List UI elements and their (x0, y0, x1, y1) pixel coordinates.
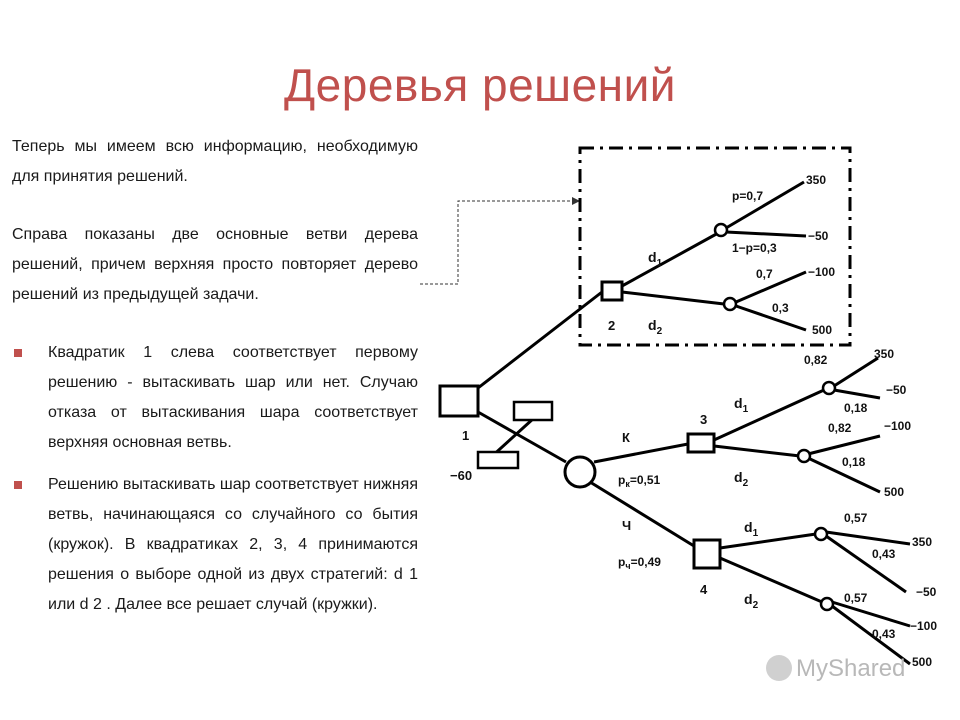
decision-node-1 (438, 384, 480, 418)
prob-label: 0,43 (872, 627, 896, 641)
chance-node (819, 596, 835, 612)
chance-node (796, 448, 812, 464)
prob-label: 0,82 (804, 353, 828, 367)
payoff-label: 500 (884, 485, 904, 499)
node-label-2: 2 (608, 318, 615, 333)
payoff-label: −50 (808, 229, 829, 243)
callout-connector (420, 200, 572, 285)
chance-node-main (563, 455, 597, 489)
prob-label: 0,57 (844, 591, 868, 605)
paragraph-branches: Справа показаны две основные ветви дерев… (12, 226, 418, 303)
decision-node-2 (600, 280, 624, 302)
square-bullet-icon (14, 481, 22, 489)
node-label-1: 1 (462, 428, 469, 443)
prob-label: 1−p=0,3 (732, 241, 777, 255)
payoff-label: −50 (916, 585, 937, 599)
chance-node (813, 526, 829, 542)
node-label-3: 3 (700, 412, 707, 427)
strategy-label: d2 (744, 591, 759, 611)
watermark-logo-icon (766, 655, 792, 681)
bullet-text: Квадратик 1 слева соответствует первому … (48, 344, 418, 451)
slide-title: Деревья решений (284, 59, 676, 111)
payoff-label: −50 (886, 383, 907, 397)
payoff-label: −100 (884, 419, 911, 433)
payoff-label: 500 (912, 655, 932, 669)
payoff-label: −100 (910, 619, 937, 633)
payoff-label: 350 (806, 173, 826, 187)
prob-label: 0,18 (842, 455, 866, 469)
strategy-label: d2 (734, 469, 749, 489)
strategy-label: d2 (648, 317, 663, 337)
strategy-label: d1 (734, 395, 749, 415)
bullet-text: Решению вытаскивать шар соответствует ни… (48, 476, 418, 613)
prob-label: 0,7 (756, 267, 773, 281)
strategy-label: d1 (744, 519, 759, 539)
decision-option-box (476, 450, 520, 470)
slide-body: Теперь мы имеем всю информацию, необходи… (12, 132, 418, 632)
square-bullet-icon (14, 349, 22, 357)
bullet-list: Квадратик 1 слева соответствует первому … (12, 338, 418, 620)
payoff-label: −100 (808, 265, 835, 279)
watermark-text: MyShared (796, 655, 906, 682)
prob-label: pк=0,51 (618, 473, 661, 489)
outcome-label: К (622, 430, 630, 445)
prob-label: 0,3 (772, 301, 789, 315)
prob-label: 0,57 (844, 511, 868, 525)
prob-label: 0,18 (844, 401, 868, 415)
node-label-4: 4 (700, 582, 708, 597)
highlight-frame (578, 146, 852, 347)
chance-node (821, 380, 837, 396)
bullet-item: Решению вытаскивать шар соответствует ни… (12, 470, 418, 620)
paragraph-intro: Теперь мы имеем всю информацию, необходи… (12, 138, 418, 185)
bullet-item: Квадратик 1 слева соответствует первому … (12, 338, 418, 458)
payoff-label: 500 (812, 323, 832, 337)
decision-node-3 (686, 432, 716, 454)
callout-arrowhead (572, 197, 580, 205)
prob-label: p=0,7 (732, 189, 763, 203)
decision-node-4 (692, 538, 722, 570)
decision-option-box (512, 400, 554, 422)
payoff-label: 350 (912, 535, 932, 549)
prob-label: 0,82 (828, 421, 852, 435)
prob-label: 0,43 (872, 547, 896, 561)
chance-node (713, 222, 729, 238)
watermark: MyShared (766, 655, 905, 683)
tree-edges (477, 180, 911, 666)
outcome-label: Ч (622, 518, 631, 533)
cost-label: −60 (450, 468, 472, 483)
prob-label: pч=0,49 (618, 555, 661, 571)
payoff-label: 350 (874, 347, 894, 361)
strategy-label: d1 (648, 249, 663, 269)
chance-node (722, 296, 738, 312)
